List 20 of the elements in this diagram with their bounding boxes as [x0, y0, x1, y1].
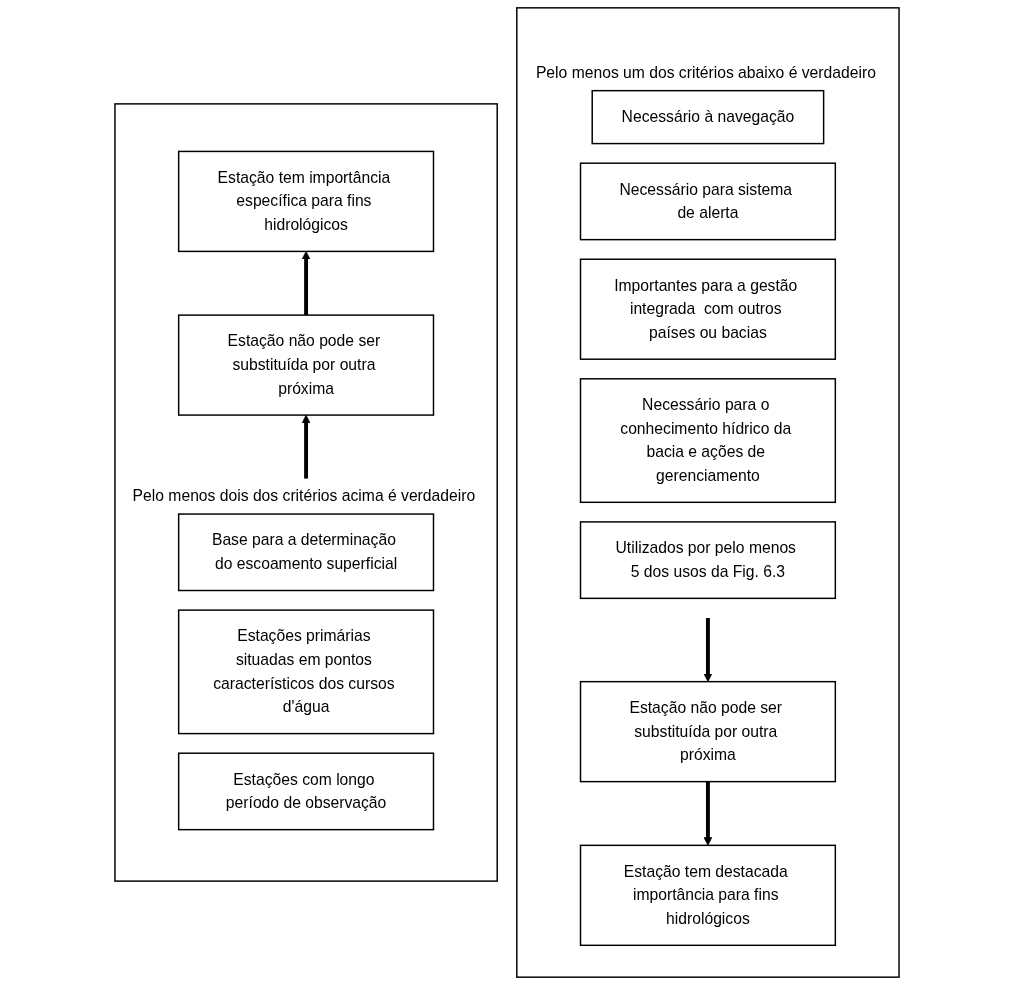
node-box: Necessário para o conhecimento hídrico da bacia e ações de gerenciamento: [579, 378, 836, 504]
node-box: Base para a determinação do escoamento superficial: [177, 513, 434, 592]
node-box: Estação tem importância específica para fins hidrológicos: [177, 150, 434, 253]
node-box: Estação tem destacada importância para fins hidrológicos: [579, 844, 836, 947]
node-box: Estação não pode ser substituída por outra próxima: [177, 314, 434, 416]
node-box: Utilizados por pelo menos 5 dos usos da Fig. 6.3: [579, 521, 836, 600]
node-box: Estação não pode ser substituída por outra próxima: [579, 680, 836, 783]
arrow: [703, 617, 712, 683]
node-text: Pelo menos dois dos critérios acima é verdadeiro: [132, 487, 475, 505]
node-box: Importantes para a gestão integrada com outros países ou bacias: [579, 258, 836, 360]
node-box: Estações com longo período de observação: [177, 752, 434, 831]
node-text: Pelo menos um dos critérios abaixo é verdadeiro: [535, 64, 876, 81]
cluster: [515, 7, 900, 978]
node-box: Estações primárias situadas em pontos característicos dos cursos d'água: [177, 609, 434, 735]
node-box: Necessário para sistema de alerta: [579, 162, 836, 241]
node-box: Necessário à navegação: [590, 89, 824, 145]
cluster: [113, 103, 498, 882]
arrow: [301, 251, 310, 316]
arrow: [301, 414, 310, 479]
arrow: [703, 781, 712, 846]
